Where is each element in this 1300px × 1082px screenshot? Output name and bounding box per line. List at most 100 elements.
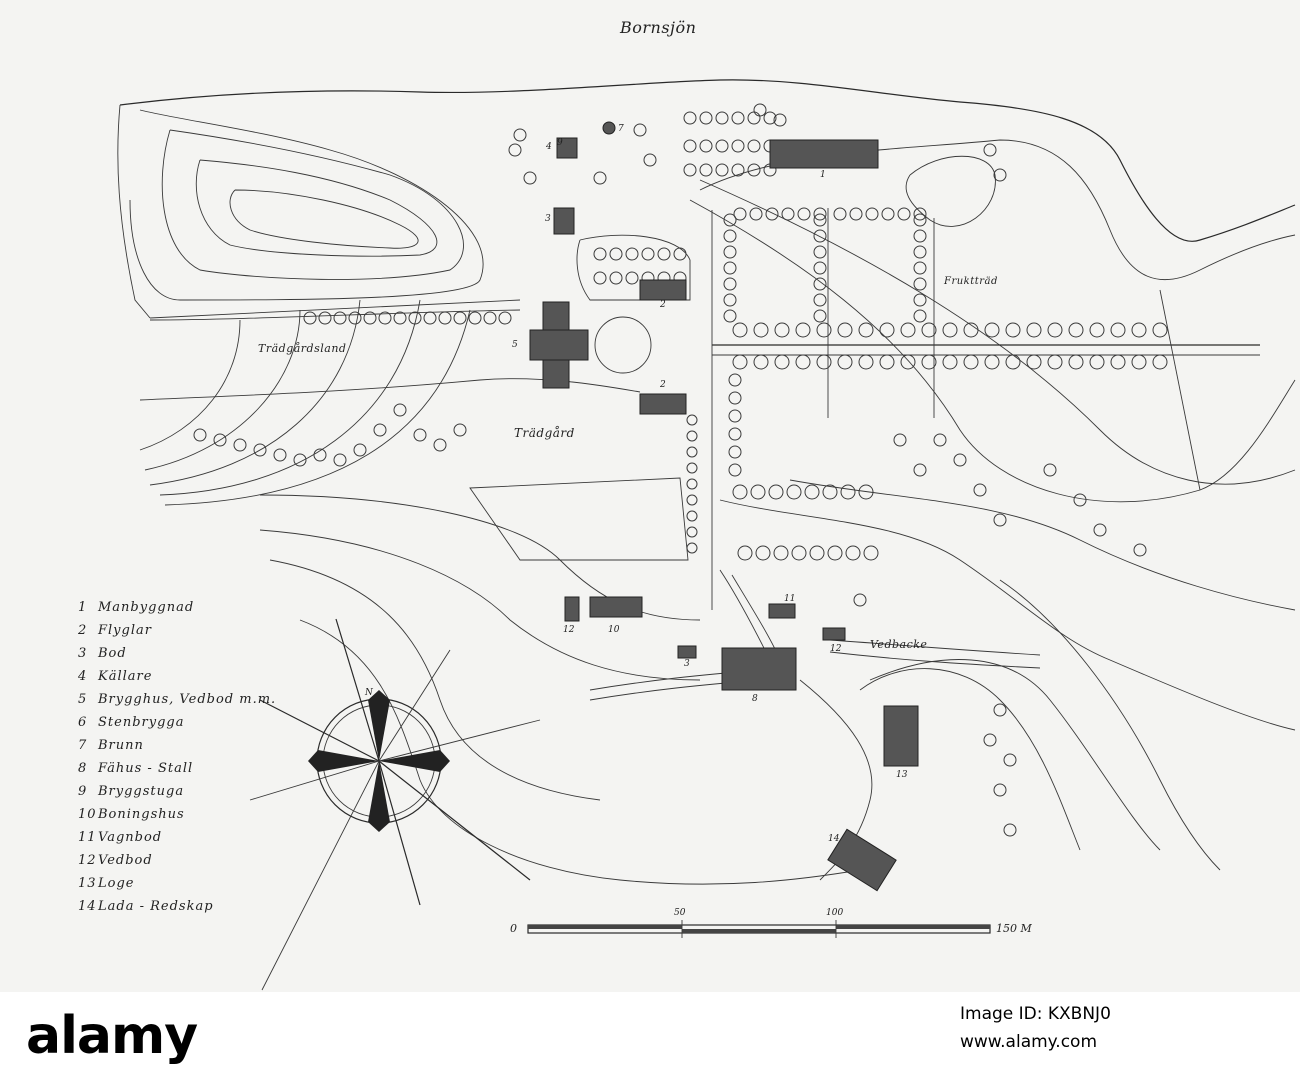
courtyard-circle	[594, 316, 652, 374]
tree	[213, 433, 227, 447]
tree	[858, 484, 874, 500]
tree	[699, 111, 713, 125]
tree	[731, 139, 745, 153]
tree	[753, 354, 769, 370]
legend-number: 10	[78, 807, 97, 822]
area-label-vedbacke: Vedbacke	[870, 638, 928, 651]
building-number: 8	[752, 694, 758, 704]
tree	[913, 229, 927, 243]
tree	[984, 354, 1000, 370]
tree	[333, 311, 347, 325]
building-12-vedbod	[564, 596, 580, 622]
legend-number: 5	[78, 692, 88, 707]
tree	[858, 354, 874, 370]
tree	[747, 163, 761, 177]
tree	[723, 213, 737, 227]
tree	[983, 733, 997, 747]
footer-bar: alamy Image ID: KXBNJ0 www.alamy.com	[0, 992, 1300, 1082]
compass-label: N	[365, 688, 373, 698]
tree	[193, 428, 207, 442]
tree	[813, 245, 827, 259]
tree	[747, 111, 761, 125]
tree	[1133, 543, 1147, 557]
tree	[893, 433, 907, 447]
tree	[1005, 354, 1021, 370]
tree	[837, 354, 853, 370]
tree	[732, 322, 748, 338]
tree	[732, 354, 748, 370]
tree	[686, 494, 698, 506]
tree	[813, 261, 827, 275]
tree	[438, 311, 452, 325]
tree	[963, 322, 979, 338]
tree	[753, 322, 769, 338]
tree	[728, 445, 742, 459]
tree	[723, 245, 737, 259]
tree	[822, 484, 838, 500]
tree	[363, 311, 377, 325]
tree	[953, 453, 967, 467]
tree	[1047, 354, 1063, 370]
contour-line	[139, 319, 241, 451]
tree	[845, 545, 861, 561]
tree	[853, 593, 867, 607]
legend-label: Stenbrygga	[98, 715, 185, 730]
tree	[993, 168, 1007, 182]
legend-number: 3	[78, 646, 88, 661]
tree	[1089, 322, 1105, 338]
legend-item: 9 Bryggstuga	[78, 780, 276, 803]
legend-number: 1	[78, 600, 88, 615]
tree	[797, 207, 811, 221]
building-number: 2	[660, 380, 666, 390]
legend-number: 11	[78, 830, 97, 845]
legend-label: Fähus - Stall	[98, 761, 194, 776]
legend-label: Källare	[98, 669, 153, 684]
tree	[732, 484, 748, 500]
building-9-bryggstuga	[556, 137, 578, 159]
tree	[900, 354, 916, 370]
legend-number: 9	[78, 784, 88, 799]
tree	[816, 322, 832, 338]
tree	[1089, 354, 1105, 370]
tree	[686, 414, 698, 426]
tree	[795, 354, 811, 370]
tree	[513, 128, 527, 142]
tree	[408, 311, 422, 325]
tree	[731, 163, 745, 177]
tree	[921, 322, 937, 338]
tree	[686, 478, 698, 490]
tree	[993, 703, 1007, 717]
building-10-boningshus	[589, 596, 643, 618]
legend-label: Bryggstuga	[98, 784, 185, 799]
tree	[728, 373, 742, 387]
tree	[774, 322, 790, 338]
tree	[933, 433, 947, 447]
tree	[765, 207, 779, 221]
tree	[715, 111, 729, 125]
tree	[686, 430, 698, 442]
scale-label-100: 100	[826, 908, 844, 918]
legend-item: 11Vagnbod	[78, 826, 276, 849]
tree	[673, 247, 687, 261]
tree	[625, 271, 639, 285]
building-2-flygel	[639, 393, 687, 415]
tree	[633, 123, 647, 137]
tree	[1073, 493, 1087, 507]
tree	[453, 311, 467, 325]
scale-label-50: 50	[674, 908, 686, 918]
contour-line	[129, 109, 484, 301]
tree	[865, 207, 879, 221]
tree	[737, 545, 753, 561]
tree	[468, 311, 482, 325]
tree	[900, 322, 916, 338]
tree	[413, 428, 427, 442]
tree	[881, 207, 895, 221]
shoreline	[119, 79, 1296, 242]
tree	[1047, 322, 1063, 338]
site-url: www.alamy.com	[960, 1032, 1098, 1052]
